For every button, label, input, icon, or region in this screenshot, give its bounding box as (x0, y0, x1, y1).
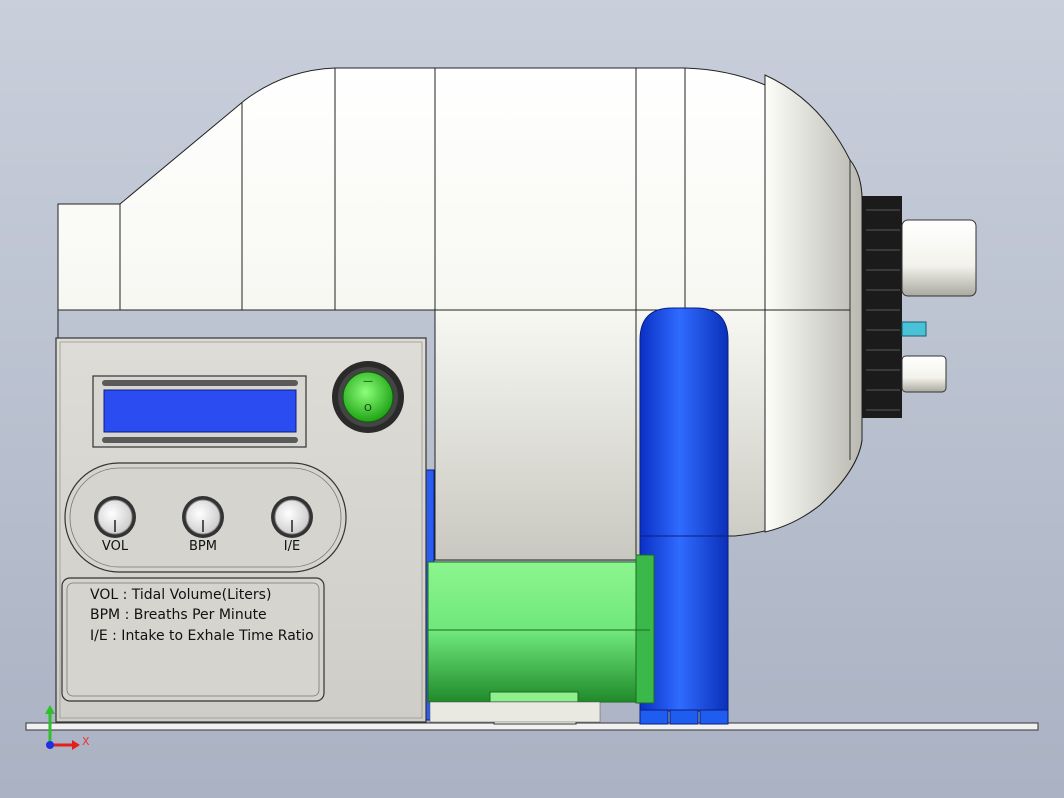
legend-line-ie: I/E : Intake to Exhale Time Ratio (90, 628, 314, 644)
motor-mount-top (489, 691, 579, 703)
housing-nose (764, 74, 863, 533)
knob-label-vol: VOL (101, 539, 129, 554)
green-motor-cap (635, 554, 655, 704)
legend-box (61, 577, 325, 702)
power-switch[interactable] (342, 371, 394, 423)
legend-box-inset (66, 582, 320, 697)
housing-seams (58, 68, 850, 560)
bpm-knob[interactable] (182, 496, 224, 538)
knob-label-ie: I/E (283, 539, 301, 554)
axis-triad (45, 705, 80, 750)
knob-panel-inset (69, 467, 342, 568)
outlet-ring (862, 196, 902, 418)
lcd-slot-bottom (102, 437, 298, 443)
legend-line-vol: VOL : Tidal Volume(Liters) (90, 587, 272, 603)
outlet-nozzle (901, 219, 977, 297)
ie-knob[interactable] (271, 496, 313, 538)
sensor-fitting (901, 321, 927, 337)
switch-bottom-mark: O (364, 403, 372, 414)
legend-line-bpm: BPM : Breaths Per Minute (90, 607, 267, 623)
lcd-slot-top (102, 380, 298, 386)
panel-inset (59, 341, 423, 719)
switch-top-mark: — (363, 376, 373, 387)
outlet-ring-ridges (866, 209, 900, 411)
pressure-port (901, 355, 947, 393)
axis-x-label: X (82, 735, 90, 748)
blue-foot-mid (669, 709, 699, 725)
motor-shadow (429, 701, 601, 723)
knob-label-bpm: BPM (189, 539, 217, 554)
vol-knob[interactable] (94, 496, 136, 538)
blue-foot-left (639, 709, 669, 725)
green-motor (427, 561, 651, 703)
blue-foot-right (699, 709, 729, 725)
blue-mount (639, 535, 729, 712)
blue-bracket (639, 307, 729, 541)
lcd-screen (103, 389, 297, 433)
